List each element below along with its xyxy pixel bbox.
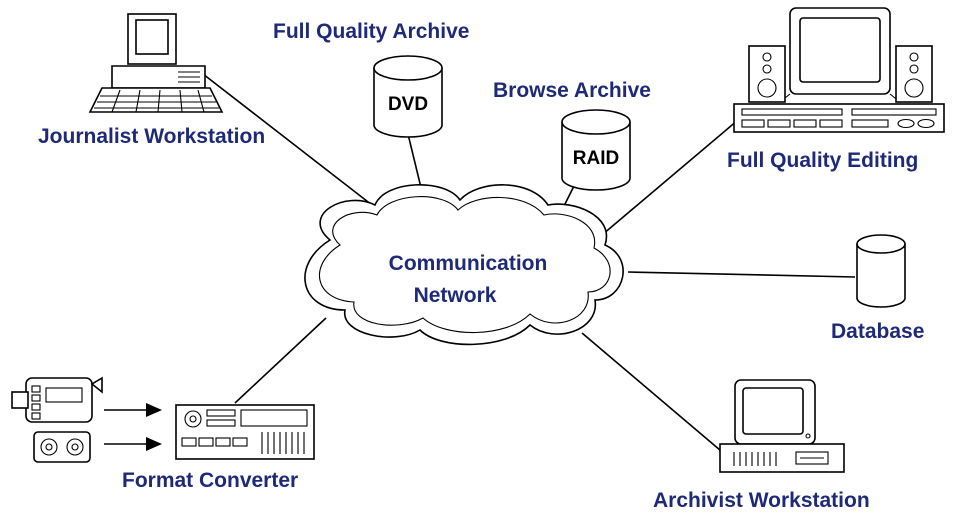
input-arrows bbox=[104, 403, 162, 451]
full-quality-editing: Full Quality Editing bbox=[727, 7, 945, 172]
archivist-workstation: Archivist Workstation bbox=[653, 379, 870, 512]
format-converter-label: Format Converter bbox=[122, 469, 298, 492]
raid-media-label: RAID bbox=[573, 148, 619, 169]
cassette-icon bbox=[33, 431, 91, 463]
journalist-workstation: Journalist Workstation bbox=[38, 13, 265, 148]
link-editing bbox=[595, 119, 739, 241]
browse-archive-label: Browse Archive bbox=[493, 79, 651, 102]
arrow-right-icon bbox=[146, 403, 162, 417]
full-quality-editing-label: Full Quality Editing bbox=[727, 149, 918, 172]
network-label-line1: Communication bbox=[389, 252, 548, 275]
database-icon bbox=[856, 234, 906, 308]
database-label: Database bbox=[831, 320, 924, 343]
link-journalist bbox=[202, 73, 373, 206]
full-quality-archive: Full Quality Archive DVD bbox=[273, 20, 469, 138]
connections bbox=[202, 73, 856, 457]
dvd-media-label: DVD bbox=[388, 94, 428, 115]
converter-device-icon bbox=[175, 404, 315, 460]
raid-disk-icon: RAID bbox=[561, 109, 631, 191]
network-label-line2: Network bbox=[414, 284, 497, 307]
journalist-workstation-label: Journalist Workstation bbox=[38, 125, 265, 148]
full-quality-archive-label: Full Quality Archive bbox=[273, 20, 469, 43]
arrow-right-icon bbox=[146, 437, 162, 451]
desktop-computer-icon bbox=[719, 379, 845, 473]
cloud-icon: Communication Network bbox=[304, 183, 624, 346]
format-converter: Format Converter bbox=[11, 376, 315, 492]
link-archivist bbox=[581, 332, 728, 457]
terminal-icon bbox=[88, 13, 224, 113]
database: Database bbox=[831, 234, 924, 343]
dvd-disk-icon: DVD bbox=[373, 55, 443, 138]
link-converter bbox=[234, 317, 327, 404]
video-camera-icon bbox=[11, 376, 103, 423]
editing-suite-icon bbox=[733, 7, 945, 133]
archivist-workstation-label: Archivist Workstation bbox=[653, 489, 870, 512]
link-database bbox=[627, 271, 856, 278]
browse-archive: Browse Archive RAID bbox=[493, 79, 651, 191]
